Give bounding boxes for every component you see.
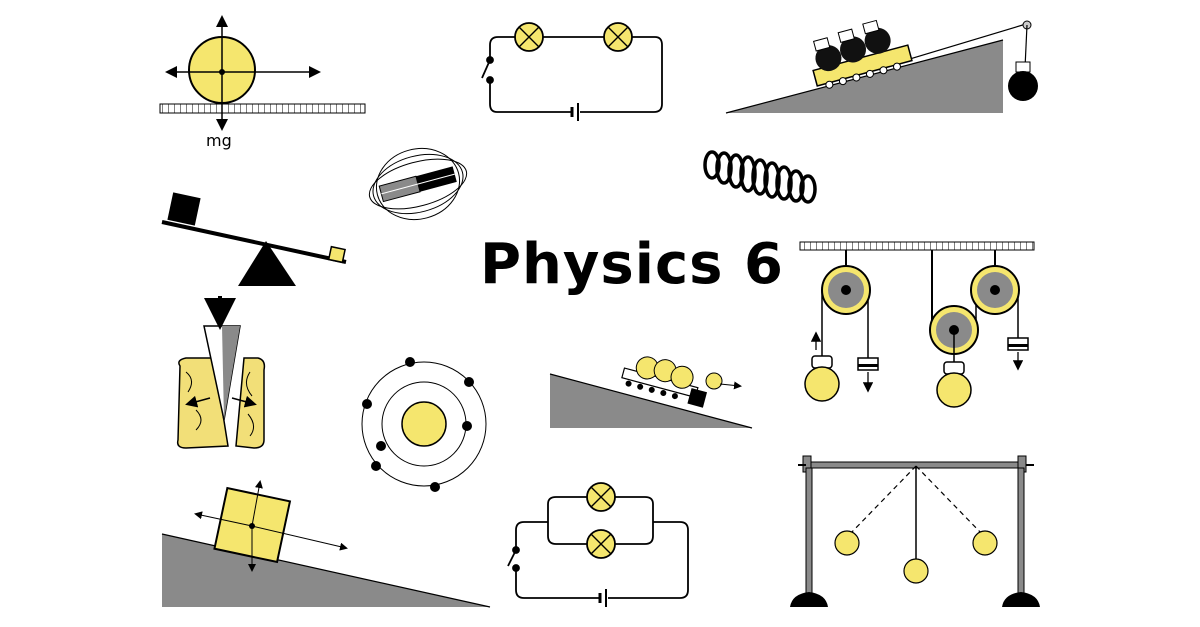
block-on-incline-icon [161,480,491,608]
series-circuit-icon [481,22,663,121]
pendulum-frame-icon [790,455,1040,607]
lever-balance-icon [161,192,347,286]
atom-icon [361,357,487,492]
pulley-system-icon [799,241,1035,408]
page-title: Physics 6 [480,232,784,297]
spring-icon [703,150,817,204]
roller-coaster-incline-icon [725,19,1038,114]
parallel-circuit-icon [507,482,689,607]
cart-on-incline-icon [549,356,753,429]
gravity-label: mg [206,131,232,150]
wedge-splitting-wood-icon [176,296,266,449]
magnet-field-icon [368,147,468,221]
ball-on-surface-icon: mg [159,15,366,150]
